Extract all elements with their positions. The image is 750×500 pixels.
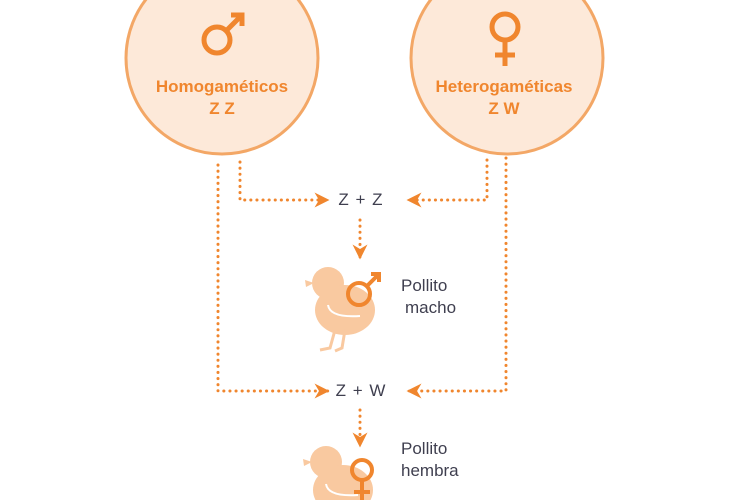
male-symbol-icon bbox=[201, 12, 245, 56]
connector-male-to-zz bbox=[238, 160, 330, 208]
result-line: Pollito bbox=[401, 276, 448, 295]
result-line: hembra bbox=[401, 461, 459, 480]
connector-male-to-zw bbox=[216, 163, 330, 399]
result-female-label: Pollito hembra bbox=[401, 438, 459, 482]
cross-formula-zz: Z + Z bbox=[338, 190, 384, 209]
parent-chromosomes: Z Z bbox=[209, 99, 235, 118]
connector-female-to-zw bbox=[406, 156, 508, 399]
cross-formula-zw: Z + W bbox=[335, 381, 387, 400]
female-symbol-icon bbox=[350, 458, 374, 500]
male-parent-label: Homogaméticos Z Z bbox=[122, 76, 322, 120]
female-symbol-icon bbox=[489, 11, 521, 66]
connector-female-to-zz bbox=[406, 158, 489, 208]
chick-male-illustration bbox=[305, 267, 375, 353]
female-parent-label: Heterogaméticas Z W bbox=[404, 76, 604, 120]
result-line: Pollito bbox=[401, 439, 448, 458]
result-line: macho bbox=[405, 298, 457, 317]
male-symbol-icon bbox=[346, 272, 381, 307]
parent-label: Heterogaméticas bbox=[435, 77, 573, 96]
parent-label: Homogaméticos bbox=[155, 77, 289, 96]
female-parent-circle bbox=[409, 0, 605, 156]
parent-chromosomes: Z W bbox=[488, 99, 520, 118]
result-male-label: Pollito macho bbox=[401, 275, 456, 319]
male-parent-circle bbox=[124, 0, 320, 156]
